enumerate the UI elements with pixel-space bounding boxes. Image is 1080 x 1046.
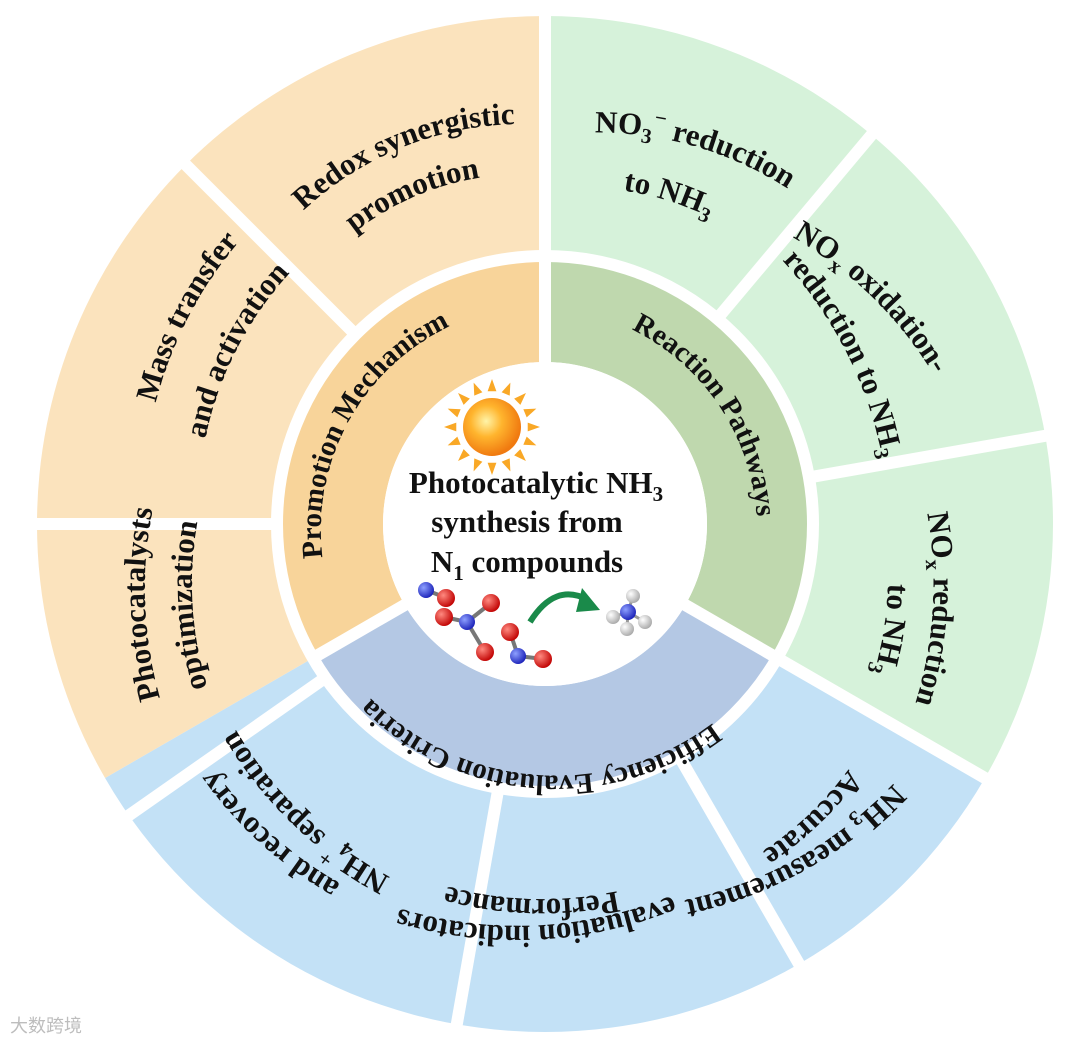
center-title-line3: N1 compounds — [431, 544, 623, 585]
sun-ray — [501, 458, 511, 472]
sun-ray — [473, 382, 483, 396]
sun-ray — [523, 436, 537, 446]
sun-ray — [458, 449, 470, 461]
sun-icon — [444, 379, 540, 475]
sun-ray — [487, 462, 497, 475]
sun-ray — [514, 393, 526, 405]
sun-ray — [487, 379, 497, 392]
outer-divider — [117, 672, 329, 827]
ring-efficiency — [312, 605, 778, 792]
outer-divider — [712, 123, 883, 323]
sun-ray — [501, 382, 511, 396]
outer-divider — [673, 753, 810, 976]
sector-blue-outer — [105, 658, 985, 1032]
sun-ray — [527, 422, 540, 432]
sun-ray — [444, 422, 457, 432]
outer-divider — [774, 652, 997, 789]
outer-divider — [174, 153, 360, 339]
watermark-text: 大数跨境 — [10, 1016, 82, 1037]
no-molecule-icon — [418, 582, 455, 607]
ring-divider — [309, 597, 412, 664]
sun-ray — [447, 408, 461, 418]
curved-arrow-icon — [527, 588, 600, 624]
sun-ray — [458, 393, 470, 405]
nh3-molecule-icon — [606, 589, 652, 636]
no2-molecule-icon — [501, 623, 552, 668]
sun-ray — [473, 458, 483, 472]
ring-promotion — [276, 256, 545, 658]
outer-divider — [449, 786, 505, 1036]
sun-ray — [514, 449, 526, 461]
ring-reaction — [545, 256, 813, 658]
ring-divider — [678, 597, 781, 664]
sun-ray — [447, 436, 461, 446]
sector-green-outer — [545, 16, 1053, 778]
outer-divider — [807, 428, 1057, 484]
center-title-line2: synthesis from — [431, 504, 623, 539]
no3-molecule-icon — [435, 594, 500, 661]
center-title-line1: Photocatalytic NH3 — [409, 465, 663, 506]
sun-ray — [523, 408, 537, 418]
sector-orange-outer-lower — [37, 524, 313, 778]
